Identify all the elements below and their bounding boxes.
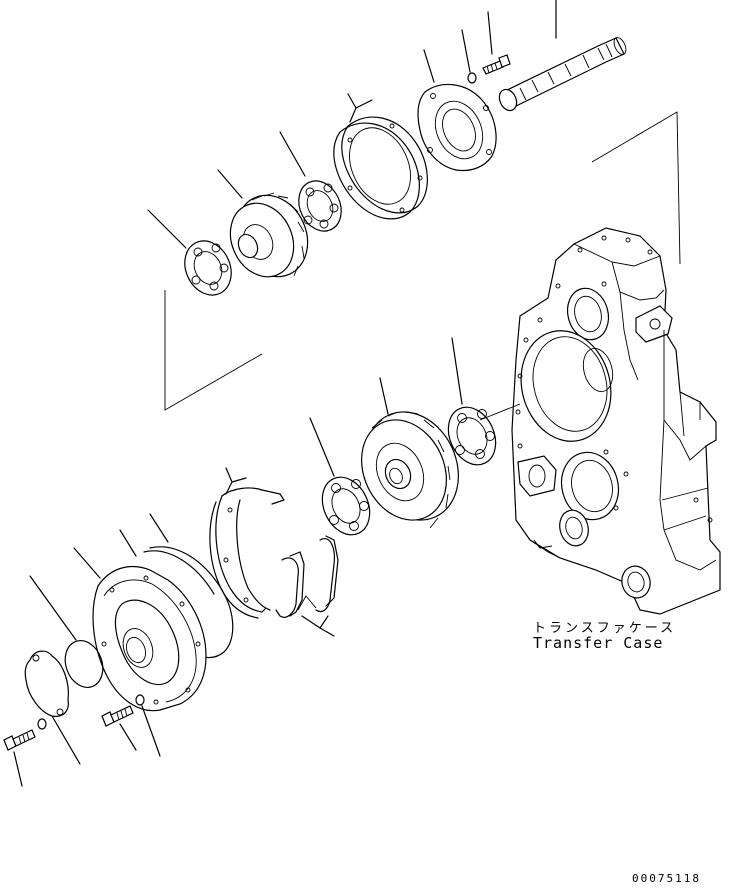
washer-lower-right bbox=[135, 694, 145, 706]
cover bbox=[92, 565, 207, 712]
washer-top bbox=[467, 72, 477, 84]
output-shaft bbox=[498, 37, 627, 112]
shims-top bbox=[333, 116, 428, 220]
gear-upper bbox=[229, 192, 309, 278]
o-ring bbox=[64, 640, 104, 688]
leader-lines-upper bbox=[147, 0, 681, 411]
caption-english: Transfer Case bbox=[533, 634, 664, 652]
bolt-lower-right bbox=[101, 705, 134, 727]
bolt-lower-left bbox=[3, 729, 36, 751]
bearing-upper-1 bbox=[298, 180, 342, 232]
bearing-upper-2 bbox=[184, 240, 232, 296]
bearing-lower-2 bbox=[321, 476, 371, 536]
gear-lower bbox=[361, 411, 459, 529]
caption-japanese: トランスファケース bbox=[533, 621, 677, 636]
shims-lower-right bbox=[275, 535, 339, 618]
drawing-number: 00075118 bbox=[632, 872, 701, 885]
bolt-top bbox=[482, 54, 511, 75]
shims-lower-left bbox=[209, 487, 285, 619]
cap-plate bbox=[24, 650, 69, 717]
washer-lower-left bbox=[37, 718, 47, 730]
bearing-lower-1 bbox=[447, 406, 497, 466]
transfer-case-housing bbox=[511, 227, 721, 615]
leader-lines-lower bbox=[13, 337, 521, 787]
bearing-retainer-top bbox=[417, 83, 497, 172]
